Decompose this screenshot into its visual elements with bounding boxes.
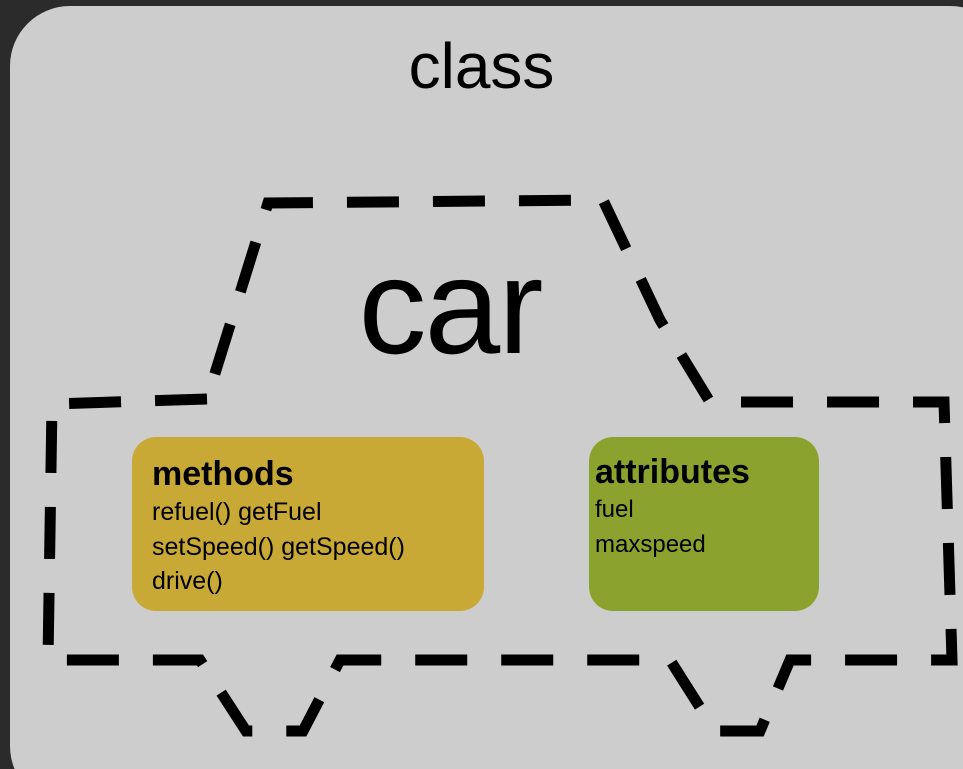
class-panel [10,6,963,769]
method-item: refuel() getFuel [152,498,322,526]
class-title: class [408,30,555,102]
car-body-outline [42,194,958,737]
attributes-heading: attributes [595,453,750,491]
attribute-item: fuel [595,496,634,523]
method-item: drive() [152,567,223,595]
methods-heading: methods [152,455,294,493]
method-item: setSpeed() getSpeed() [152,532,405,561]
attribute-item: maxspeed [595,530,706,558]
attributes-box: attributes fuel maxspeed [589,437,819,611]
methods-box: methods refuel() getFuel setSpeed() getS… [132,437,484,611]
object-name: car [358,230,544,382]
